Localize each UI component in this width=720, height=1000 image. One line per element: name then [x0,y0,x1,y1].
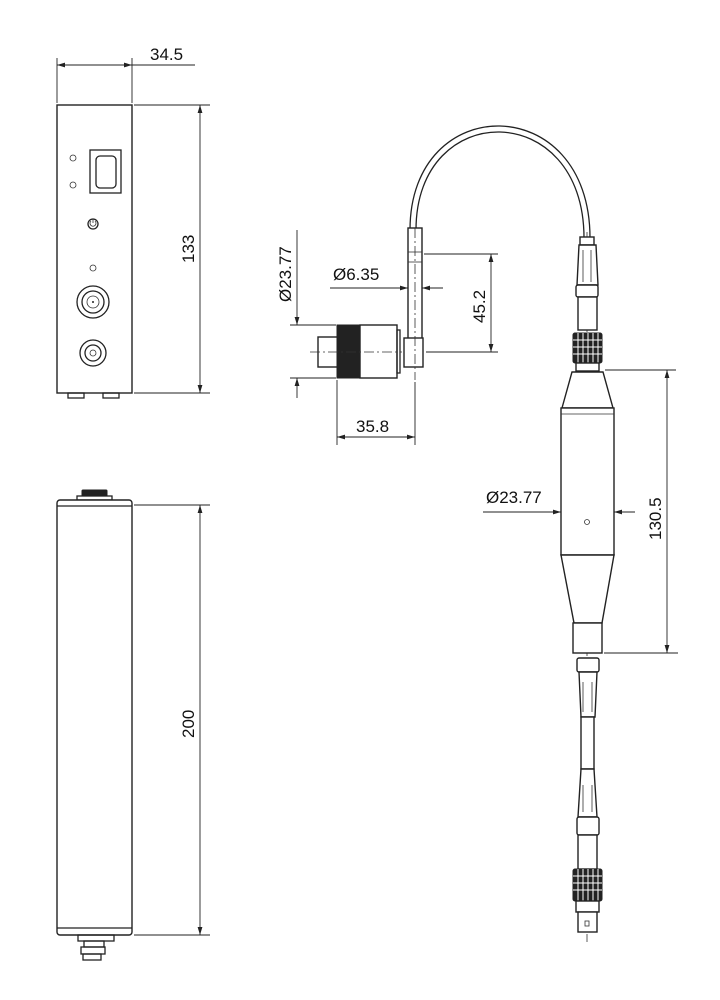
led-indicator [69,154,77,162]
dimension-label: 45.2 [470,290,489,323]
multipin-connector-icon [76,285,110,319]
dimension-stem-diameter: Ø6.35 [330,265,443,291]
dimension-label: 133 [179,235,198,263]
microphone-probe [310,227,424,380]
upper-cone [561,371,614,409]
dimension-stem-height: 45.2 [424,253,498,353]
dimension-head-length: 35.8 [336,380,416,445]
dimension-label: Ø23.77 [276,246,295,302]
dimension-probe-diameter: Ø23.77 [276,230,336,398]
device-foot [102,392,120,399]
dimension-label: Ø23.77 [486,488,542,507]
front-view: 34.5 133 [56,45,210,399]
side-view: 200 [56,489,210,961]
dimension-label: 130.5 [646,497,665,540]
lower-cable [576,657,600,818]
preamplifier: Ø23.77 130.5 [483,232,678,942]
rocker-switch-icon [89,149,122,194]
dimension-length: 200 [134,504,210,936]
bnc-connector-icon [79,339,107,367]
dimension-label: 35.8 [356,417,389,436]
dimension-label: 34.5 [150,45,183,64]
collar [572,622,603,654]
upper-connector [572,236,603,372]
dimension-body-length: 130.5 [604,369,678,654]
preamp-body [560,407,615,556]
led-indicator [89,264,97,272]
dimension-height: 133 [134,104,210,394]
lower-cone [560,554,615,624]
dimension-body-diameter: Ø23.77 [483,488,635,515]
device-foot [67,392,85,399]
power-button-icon [87,218,99,230]
led-indicator [69,181,77,189]
lower-connector [572,816,603,933]
dimension-label: Ø6.35 [333,265,379,284]
probe-assembly: Ø23.77 Ø6.35 45.2 35.8 [276,125,591,445]
cable [409,125,591,239]
device-side-body [56,499,133,936]
dimension-width: 34.5 [56,45,195,103]
side-connector [77,934,115,961]
dimension-label: 200 [179,710,198,738]
body-marker [584,519,590,525]
device-front-panel [56,104,133,394]
